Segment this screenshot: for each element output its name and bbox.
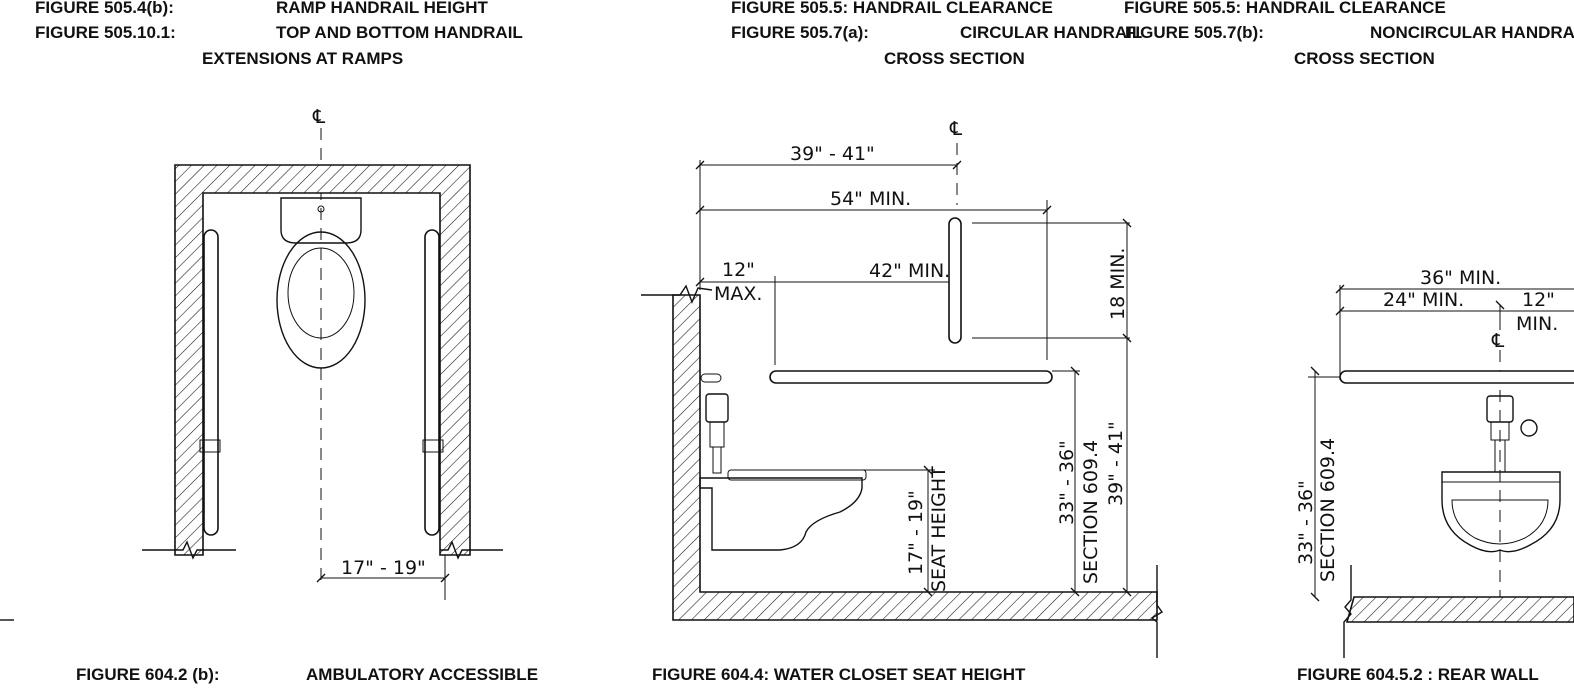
- caption-604-5-2: FIGURE 604.5.2 : REAR WALL: [1297, 665, 1539, 684]
- toilet-bowl: [287, 247, 355, 339]
- centerline-symbol: ℄: [1491, 330, 1505, 352]
- caption-505-7a-title-line1: CIRCULAR HANDRAIL: [960, 23, 1142, 42]
- grab-bar-right: [424, 229, 440, 536]
- dim-section-label: SECTION 609.4: [1080, 440, 1102, 584]
- caption-505-7a-number: FIGURE 505.7(a):: [731, 23, 869, 42]
- caption-505-7b-number: FIGURE 505.7(b):: [1125, 23, 1264, 42]
- wall-hung-toilet: [699, 477, 863, 551]
- floor-break: [1343, 565, 1352, 658]
- caption-604-2b-title: AMBULATORY ACCESSIBLE: [306, 665, 538, 684]
- dim-max-label: MAX.: [714, 283, 762, 305]
- caption-505-5-left: FIGURE 505.5: HANDRAIL CLEARANCE: [731, 0, 1053, 17]
- dim-12-label: 12": [722, 259, 755, 281]
- dim-18-min-label: 18 MIN.: [1107, 248, 1129, 320]
- floor-break-right: [440, 540, 503, 560]
- toilet-seat: [727, 469, 867, 481]
- dim-39-41-vertical-label: 39" - 41": [1105, 421, 1127, 506]
- dim-width-label: 17" - 19": [341, 557, 426, 579]
- dim-33-36-label: 33" - 36": [1056, 440, 1078, 525]
- flush-valve: [705, 393, 729, 423]
- centerline-symbol: ℄: [312, 106, 326, 128]
- caption-505-10-title-line1: TOP AND BOTTOM HANDRAIL: [276, 23, 523, 42]
- dim-seat-height-line2: SEAT HEIGHT: [928, 466, 950, 592]
- floor: [1345, 596, 1574, 623]
- dim-section-label: SECTION 609.4: [1317, 438, 1339, 582]
- dim-24-min-label: 24" MIN.: [1383, 289, 1464, 311]
- floor-break-left: [142, 540, 236, 560]
- caption-505-7a-title-line2: CROSS SECTION: [884, 49, 1025, 68]
- grab-bar-horizontal: [769, 370, 1053, 384]
- caption-505-7b-title-line1: NONCIRCULAR HANDRAIL: [1370, 23, 1574, 42]
- figure-604-5-2-drawing: 36" MIN. 24" MIN. 12" MIN. ℄ 33" - 36" S…: [1295, 267, 1574, 658]
- figure-604-2b-drawing: ℄ 17" - 19": [0, 106, 503, 621]
- grab-bar-vertical: [948, 217, 962, 344]
- caption-505-10-number: FIGURE 505.10.1:: [35, 23, 176, 42]
- toilet-front: [1441, 471, 1561, 553]
- stall-walls: [174, 164, 471, 556]
- centerline-symbol: ℄: [949, 118, 963, 140]
- dim-12-label: 12": [1522, 289, 1555, 311]
- caption-505-10-title-line2: EXTENSIONS AT RAMPS: [202, 49, 403, 68]
- dim-33-36-label: 33" - 36": [1295, 480, 1317, 565]
- grab-bar-left: [203, 229, 219, 536]
- dim-39-41-label: 39" - 41": [790, 143, 875, 165]
- toilet-seat: [276, 231, 366, 369]
- dim-seat-height-line1: 17" - 19": [905, 490, 927, 575]
- dim-36-min-label: 36" MIN.: [1420, 267, 1501, 289]
- floor-break: [1150, 565, 1164, 658]
- caption-505-5-right: FIGURE 505.5: HANDRAIL CLEARANCE: [1124, 0, 1446, 17]
- dim-54-min-label: 54" MIN.: [830, 188, 911, 210]
- caption-505-4b-number: FIGURE 505.4(b):: [35, 0, 174, 17]
- figure-604-4-drawing: ℄ 39" - 41" 54" MIN. 12" MAX. 42" MIN. 1…: [641, 118, 1164, 658]
- caption-604-4: FIGURE 604.4: WATER CLOSET SEAT HEIGHT: [652, 665, 1026, 684]
- dim-42-min-label: 42" MIN.: [869, 260, 950, 282]
- dim-min-label: MIN.: [1516, 313, 1558, 335]
- caption-604-2b-number: FIGURE 604.2 (b):: [76, 665, 220, 684]
- rear-grab-bar: [1339, 370, 1574, 384]
- caption-505-4b-title: RAMP HANDRAIL HEIGHT: [276, 0, 488, 17]
- caption-505-7b-title-line2: CROSS SECTION: [1294, 49, 1435, 68]
